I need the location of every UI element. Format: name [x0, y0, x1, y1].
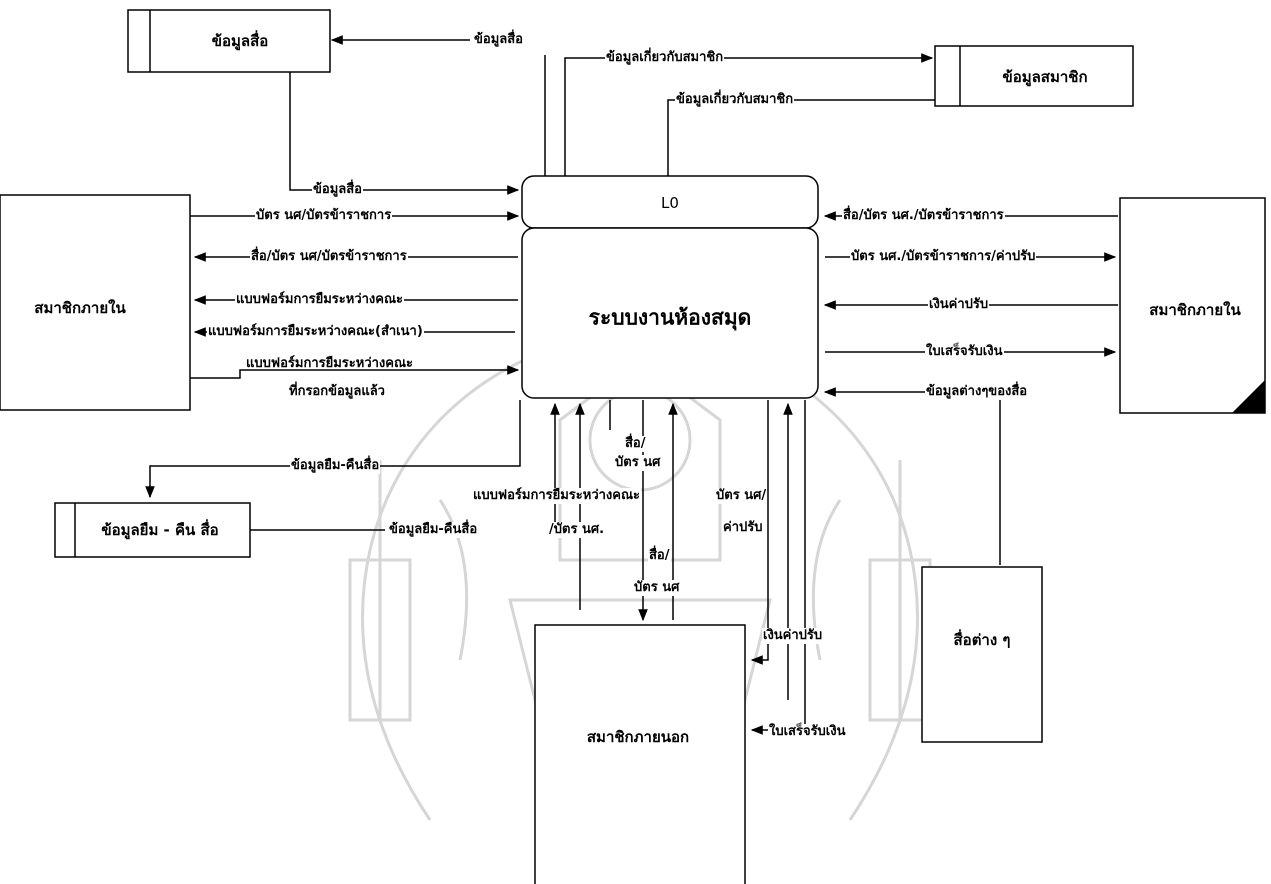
flow-ext-receipt: ใบเสร็จรับเงิน: [768, 724, 847, 740]
member-store-box: [934, 45, 1134, 107]
member-store-label: ข้อมูลสมาชิก: [1002, 68, 1088, 86]
flow-ext-card-fine-line2: ค่าปรับ: [722, 520, 764, 536]
flow-ext-media-card-line2: บัตร นศ: [614, 455, 662, 471]
borrow-store-box: [54, 502, 251, 558]
flow-card-in-left: บัตร นศ/บัตรข้าราชการ: [255, 208, 393, 224]
external-member-label: สมาชิกภายนอก: [586, 728, 690, 746]
flow-borrow-return-in: ข้อมูลยืม-คืนสื่อ: [388, 522, 479, 538]
process-name: ระบบงานห้องสมุด: [588, 305, 752, 330]
flow-media-data-to-store: ข้อมูลสื่อ: [473, 32, 524, 48]
flow-borrow-return-out: ข้อมูลยืม-คืนสื่อ: [290, 458, 381, 474]
external-box: [534, 624, 746, 884]
flow-ext-fine: เงินค่าปรับ: [762, 628, 824, 644]
flow-form-filled-line2: ที่กรอกข้อมูลแล้ว: [288, 384, 386, 400]
flow-ext-media-card2-line2: บัตร นศ: [633, 580, 681, 596]
process-id: L0: [661, 194, 679, 212]
flow-ext-media-card-line1: สื่อ/: [624, 436, 647, 452]
flow-media-info-in: ข้อมูลต่างๆของสื่อ: [925, 384, 1029, 400]
flow-ext-card: /บัตร นศ.: [548, 522, 606, 538]
flow-ext-card-fine-line1: บัตร นศ/: [715, 488, 768, 504]
media-items-label: สื่อต่าง ๆ: [953, 631, 1011, 649]
flow-media-card-in-right: สื่อ/บัตร นศ./บัตรข้าราชการ: [842, 208, 1005, 224]
flow-ext-media-card2-line1: สื่อ/: [648, 548, 671, 564]
flow-member-info-out: ข้อมูลเกี่ยวกับสมาชิก: [605, 50, 725, 66]
flow-receipt-out-right: ใบเสร็จรับเงิน: [925, 344, 1004, 360]
flow-media-card-out-left: สื่อ/บัตร นศ/บัตรข้าราชการ: [250, 249, 408, 265]
flow-form-copy-out: แบบฟอร์มการยืมระหว่างคณะ(สำเนา): [207, 324, 424, 340]
flow-ext-form: แบบฟอร์มการยืมระหว่างคณะ: [472, 488, 642, 504]
flow-media-data-in: ข้อมูลสื่อ: [312, 182, 363, 198]
process-body-box: [521, 227, 819, 399]
flow-form-out: แบบฟอร์มการยืมระหว่างคณะ: [235, 292, 405, 308]
internal-right-box: [1119, 197, 1266, 414]
internal-left-box: [0, 194, 191, 411]
flow-fine-in-right: เงินค่าปรับ: [928, 297, 990, 313]
flow-member-info-in: ข้อมูลเกี่ยวกับสมาชิก: [675, 92, 795, 108]
media-store-box: [127, 9, 331, 73]
borrow-store-label: ข้อมูลยืม - คืน สื่อ: [101, 521, 219, 539]
internal-right-corner-mark: [1232, 380, 1265, 413]
internal-member-left-label: สมาชิกภายใน: [34, 299, 126, 317]
flow-card-fine-out-right: บัตร นศ./บัตรข้าราชการ/ค่าปรับ: [850, 249, 1037, 265]
media-store-label: ข้อมูลสื่อ: [211, 32, 269, 50]
flow-form-filled-line1: แบบฟอร์มการยืมระหว่างคณะ: [246, 356, 414, 371]
internal-member-right-label: สมาชิกภายใน: [1149, 301, 1241, 319]
media-items-box: [921, 566, 1043, 743]
